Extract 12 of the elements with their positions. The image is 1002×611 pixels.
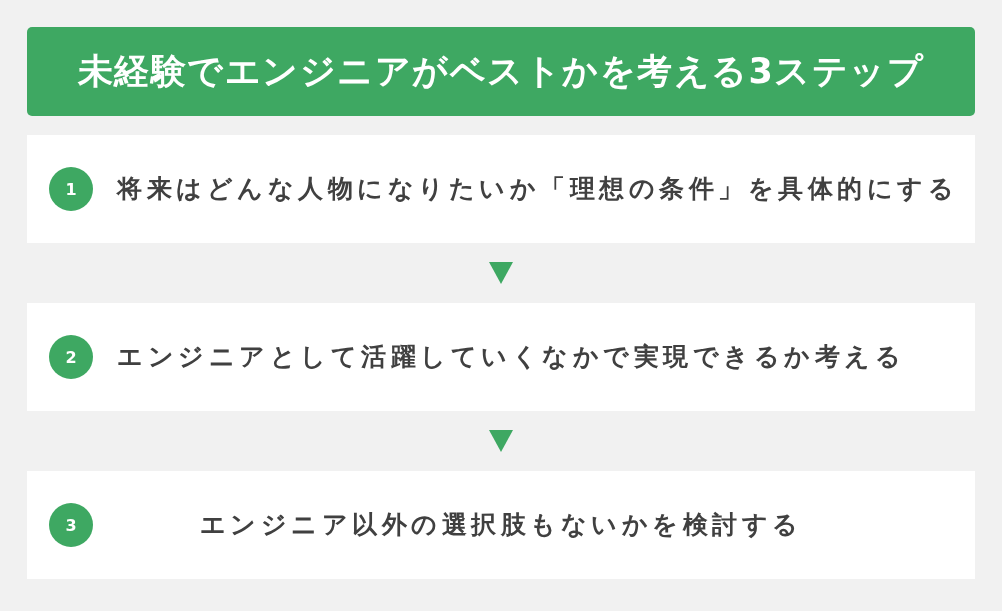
step-card <box>27 135 975 243</box>
step-number-circle: 2 <box>49 335 93 379</box>
step-number-circle: 1 <box>49 167 93 211</box>
step-card <box>27 303 975 411</box>
down-arrow <box>489 262 513 284</box>
step-text: 将来はどんな人物になりたいか「理想の条件」を具体的にする <box>117 174 958 204</box>
step-card <box>27 471 975 579</box>
step-text: エンジニアとして活躍していくなかで実現できるか考える <box>117 342 905 372</box>
step-text: エンジニア以外の選択肢もないかを検討する <box>199 510 803 540</box>
step-number-circle: 3 <box>49 503 93 547</box>
title-banner: 未経験でエンジニアがベストかを考える3ステップ <box>27 27 975 116</box>
down-arrow <box>489 430 513 452</box>
